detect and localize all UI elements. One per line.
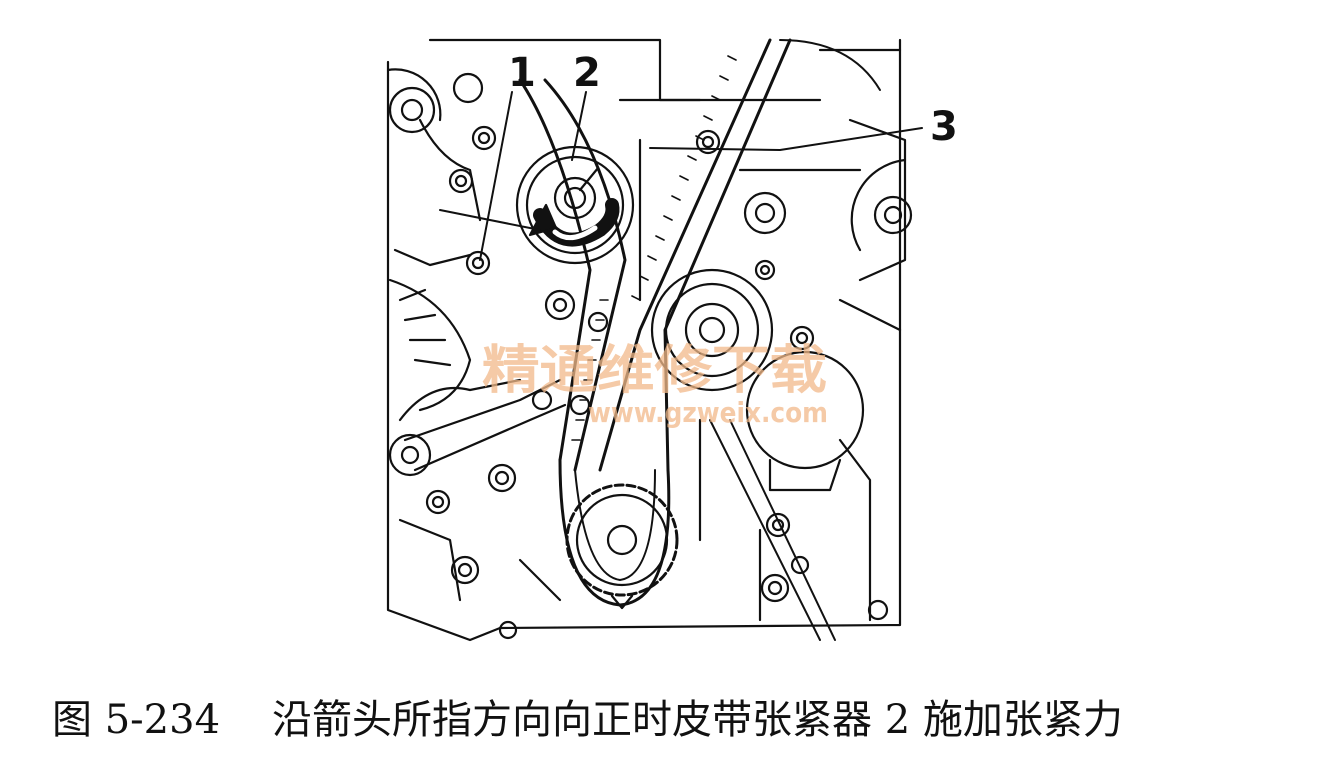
- watermark-text: 精通维修下载: [482, 340, 827, 401]
- bracket-arm: [388, 378, 567, 477]
- callout-label-3: 3: [930, 104, 958, 150]
- engine-block-outline: [386, 38, 907, 642]
- figure-caption: 图 5-234 沿箭头所指方向向正时皮带张紧器 2 施加张紧力: [52, 690, 1123, 750]
- caption-text: 沿箭头所指方向向正时皮带张紧器 2 施加张紧力: [272, 697, 1123, 743]
- callout-label-2: 2: [573, 50, 601, 96]
- oil-pump-housing: [745, 350, 865, 492]
- crankshaft-sprocket: [565, 483, 679, 610]
- tension-arrow-icon: [528, 198, 620, 247]
- camshaft-sprocket: [850, 158, 913, 252]
- timing-belt-diagram: 1 2 3 精通维修下载 www.gzweix.com: [386, 38, 958, 642]
- belt-teeth: [571, 55, 737, 441]
- callout-label-1: 1: [508, 50, 536, 96]
- callout-leaders: [439, 91, 923, 261]
- watermark-url: www.gzweix.com: [588, 396, 828, 429]
- water-pump-pulley: [650, 268, 774, 392]
- left-pulley: [386, 68, 484, 134]
- figure-number: 图 5-234: [52, 697, 221, 743]
- idler-pulley: [743, 191, 787, 235]
- bolts: [425, 125, 889, 640]
- alternator-fan: [388, 278, 472, 412]
